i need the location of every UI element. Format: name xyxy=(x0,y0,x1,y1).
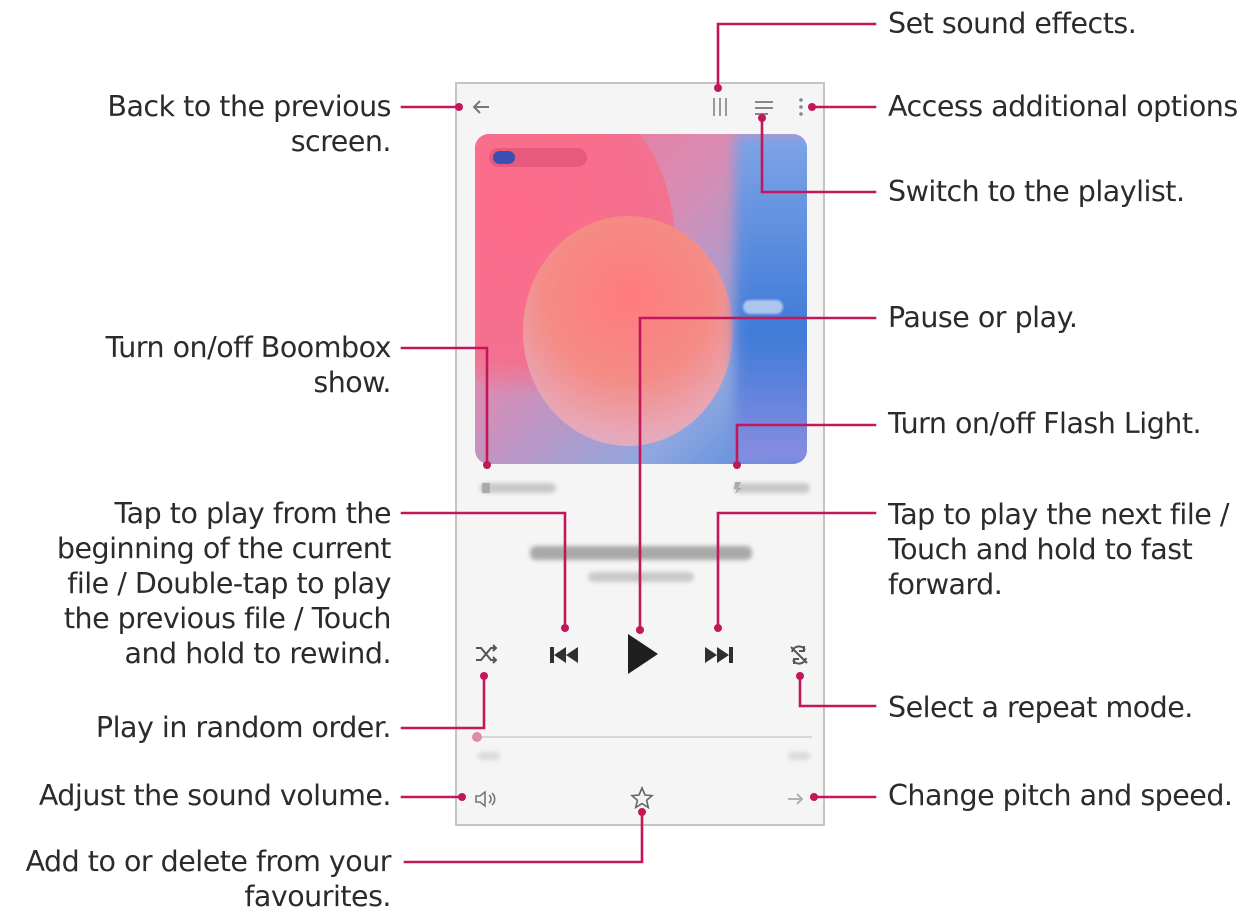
more-vertical-icon[interactable] xyxy=(795,96,807,122)
flash-light-icon[interactable] xyxy=(732,480,744,499)
callout-next: Tap to play the next file / Touch and ho… xyxy=(888,498,1229,601)
hi-fi-badge xyxy=(489,148,587,167)
seek-handle[interactable] xyxy=(472,732,482,742)
callout-random: Play in random order. xyxy=(95,711,392,744)
callout-favourites: Add to or delete from your favourites. xyxy=(25,845,392,913)
play-icon[interactable] xyxy=(624,632,660,680)
callout-flash-light: Turn on/off Flash Light. xyxy=(888,407,1202,440)
skip-next-icon[interactable] xyxy=(703,644,735,670)
skip-previous-icon[interactable] xyxy=(548,644,580,670)
callout-boombox: Turn on/off Boombox show. xyxy=(105,331,392,399)
logo-mark xyxy=(743,300,783,314)
shuffle-icon[interactable] xyxy=(474,643,498,669)
playlist-icon[interactable] xyxy=(752,98,776,122)
callout-repeat: Select a repeat mode. xyxy=(888,691,1193,724)
callout-set-sound-effects: Set sound effects. xyxy=(888,7,1137,40)
callout-volume: Adjust the sound volume. xyxy=(38,779,392,812)
back-arrow-icon[interactable] xyxy=(470,96,492,122)
callout-pitch-speed: Change pitch and speed. xyxy=(888,779,1233,812)
seek-bar[interactable] xyxy=(476,736,812,738)
volume-icon[interactable] xyxy=(474,789,498,813)
callout-previous: Tap to play from the beginning of the cu… xyxy=(56,497,392,670)
callout-back: Back to the previous screen. xyxy=(107,90,391,158)
pitch-speed-icon[interactable] xyxy=(786,790,808,812)
callout-additional-options: Access additional options xyxy=(888,90,1238,123)
star-icon[interactable] xyxy=(630,785,654,814)
callout-pause-play: Pause or play. xyxy=(888,301,1078,334)
repeat-icon[interactable] xyxy=(787,643,811,671)
boombox-toggle-label[interactable] xyxy=(480,483,556,493)
flash-light-toggle-label[interactable] xyxy=(734,483,810,493)
callout-playlist: Switch to the playlist. xyxy=(888,175,1185,208)
total-time xyxy=(788,752,810,760)
boombox-icon[interactable] xyxy=(480,480,492,499)
elapsed-time xyxy=(478,752,500,760)
album-art xyxy=(475,134,807,464)
equalizer-icon[interactable] xyxy=(710,96,730,122)
